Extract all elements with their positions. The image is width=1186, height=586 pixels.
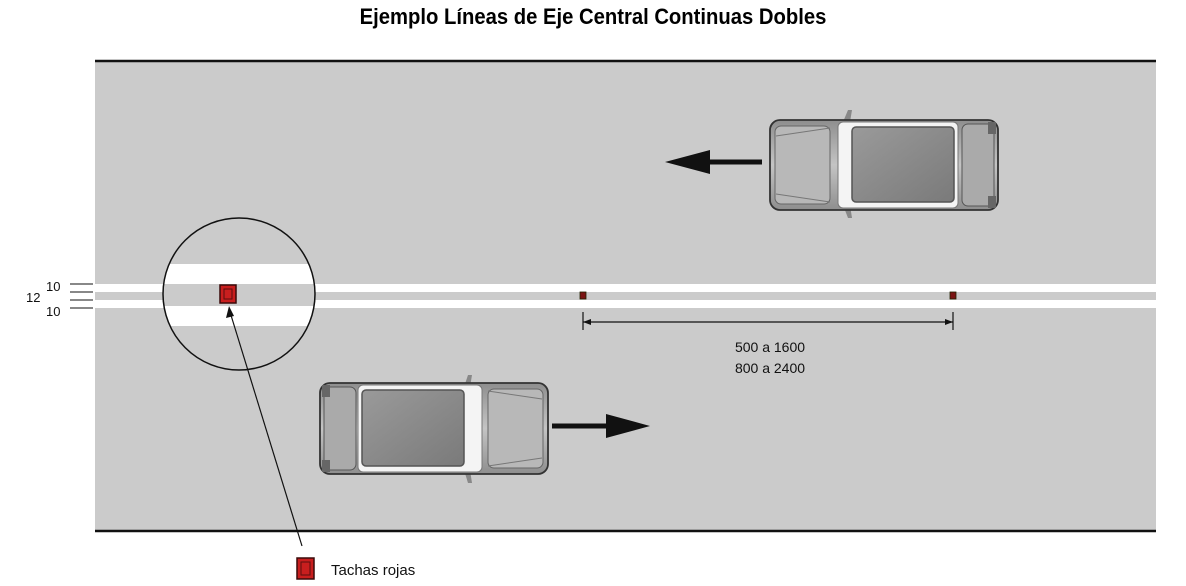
car-icon	[319, 375, 549, 483]
car-icon	[769, 110, 999, 218]
center-line-top	[95, 284, 1156, 292]
spacing-label-1: 500 a 1600	[735, 339, 805, 355]
red-stud-icon	[949, 291, 957, 300]
dim-top-line: 10	[46, 279, 60, 294]
dim-gap: 12	[26, 290, 40, 305]
diagram-title: Ejemplo Líneas de Eje Central Continuas …	[359, 4, 827, 29]
arrow-left-icon	[665, 150, 762, 174]
spacing-label-2: 800 a 2400	[735, 360, 805, 376]
magnifier-detail	[162, 217, 316, 371]
line-width-dimension	[70, 283, 93, 309]
legend-red-stud-icon	[296, 557, 315, 580]
red-stud-icon	[579, 291, 587, 300]
dim-bottom-line: 10	[46, 304, 60, 319]
center-line-bottom	[95, 300, 1156, 308]
legend-label: Tachas rojas	[331, 562, 415, 579]
spacing-dimension	[582, 312, 954, 330]
arrow-right-icon	[552, 414, 650, 438]
red-stud-icon	[219, 284, 237, 304]
leader-arrow	[226, 306, 303, 547]
